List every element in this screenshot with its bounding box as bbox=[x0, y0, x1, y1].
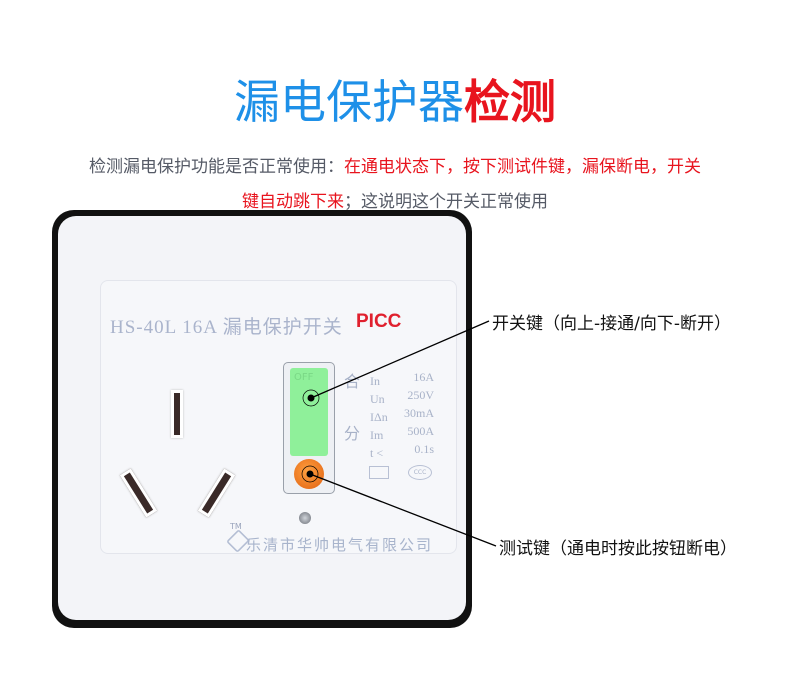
toggle-text: OFF bbox=[294, 372, 314, 383]
spec-table: In 16A Un 250V IΔn 30mA Im 500A t < 0.1s bbox=[370, 370, 434, 460]
test-callout-line bbox=[309, 473, 497, 547]
ccc-mark: CCC bbox=[408, 465, 432, 480]
switch-toggle[interactable]: OFF bbox=[290, 368, 328, 456]
test-target-icon bbox=[301, 465, 319, 483]
spec-value: 500A bbox=[407, 424, 434, 438]
switch-key-callout: 开关键（向上-接通/向下-断开） bbox=[492, 314, 731, 334]
title-main: 漏电保护器 bbox=[234, 75, 464, 129]
spec-row: Un 250V bbox=[370, 388, 434, 406]
spec-value: 16A bbox=[413, 370, 434, 384]
spec-row: In 16A bbox=[370, 370, 434, 388]
brand-logo: PICC bbox=[356, 311, 402, 332]
spec-value: 30mA bbox=[404, 406, 434, 420]
spec-value: 250V bbox=[407, 388, 434, 402]
spec-name: IΔn bbox=[370, 410, 388, 424]
model-label: HS-40L 16A 漏电保护开关 bbox=[110, 317, 343, 338]
spec-name: Im bbox=[370, 428, 384, 442]
test-key-callout: 测试键（通电时按此按钮断电） bbox=[499, 539, 737, 559]
description-red: 键自动跳下来 bbox=[242, 192, 344, 212]
description-gray: ；这说明这个开关正常使用 bbox=[344, 192, 548, 212]
trademark: TM bbox=[230, 522, 242, 531]
spec-name: Un bbox=[370, 392, 385, 406]
company-name: 乐清市华帅电气有限公司 bbox=[246, 536, 434, 554]
description-gray: 检测漏电保护功能是否正常使用： bbox=[89, 157, 344, 177]
off-label: 分 bbox=[344, 424, 361, 443]
switch-callout-line bbox=[310, 320, 490, 399]
spec-row: Im 500A bbox=[370, 424, 434, 442]
spec-value: 0.1s bbox=[414, 442, 434, 456]
spec-row: t < 0.1s bbox=[370, 442, 434, 460]
description-line-2: 键自动跳下来；这说明这个开关正常使用 bbox=[20, 187, 770, 212]
spec-name: In bbox=[370, 374, 380, 388]
spec-name: t < bbox=[370, 446, 384, 460]
switch-callout-dot bbox=[307, 394, 315, 402]
spec-row: IΔn 30mA bbox=[370, 406, 434, 424]
description-line-1: 检测漏电保护功能是否正常使用：在通电状态下，按下测试件键，漏保断电，开关 bbox=[20, 152, 770, 177]
description-red: 在通电状态下，按下测试件键，漏保断电，开关 bbox=[344, 157, 701, 177]
test-callout-dot bbox=[306, 470, 314, 478]
on-label: 合 bbox=[344, 372, 361, 391]
switch-target-icon bbox=[302, 389, 320, 407]
waveform-icon bbox=[369, 466, 389, 479]
page-title: 漏电保护器检测 bbox=[0, 72, 790, 132]
screw-icon bbox=[299, 512, 311, 524]
socket-slot-earth bbox=[171, 390, 183, 438]
title-highlight: 检测 bbox=[464, 75, 556, 129]
